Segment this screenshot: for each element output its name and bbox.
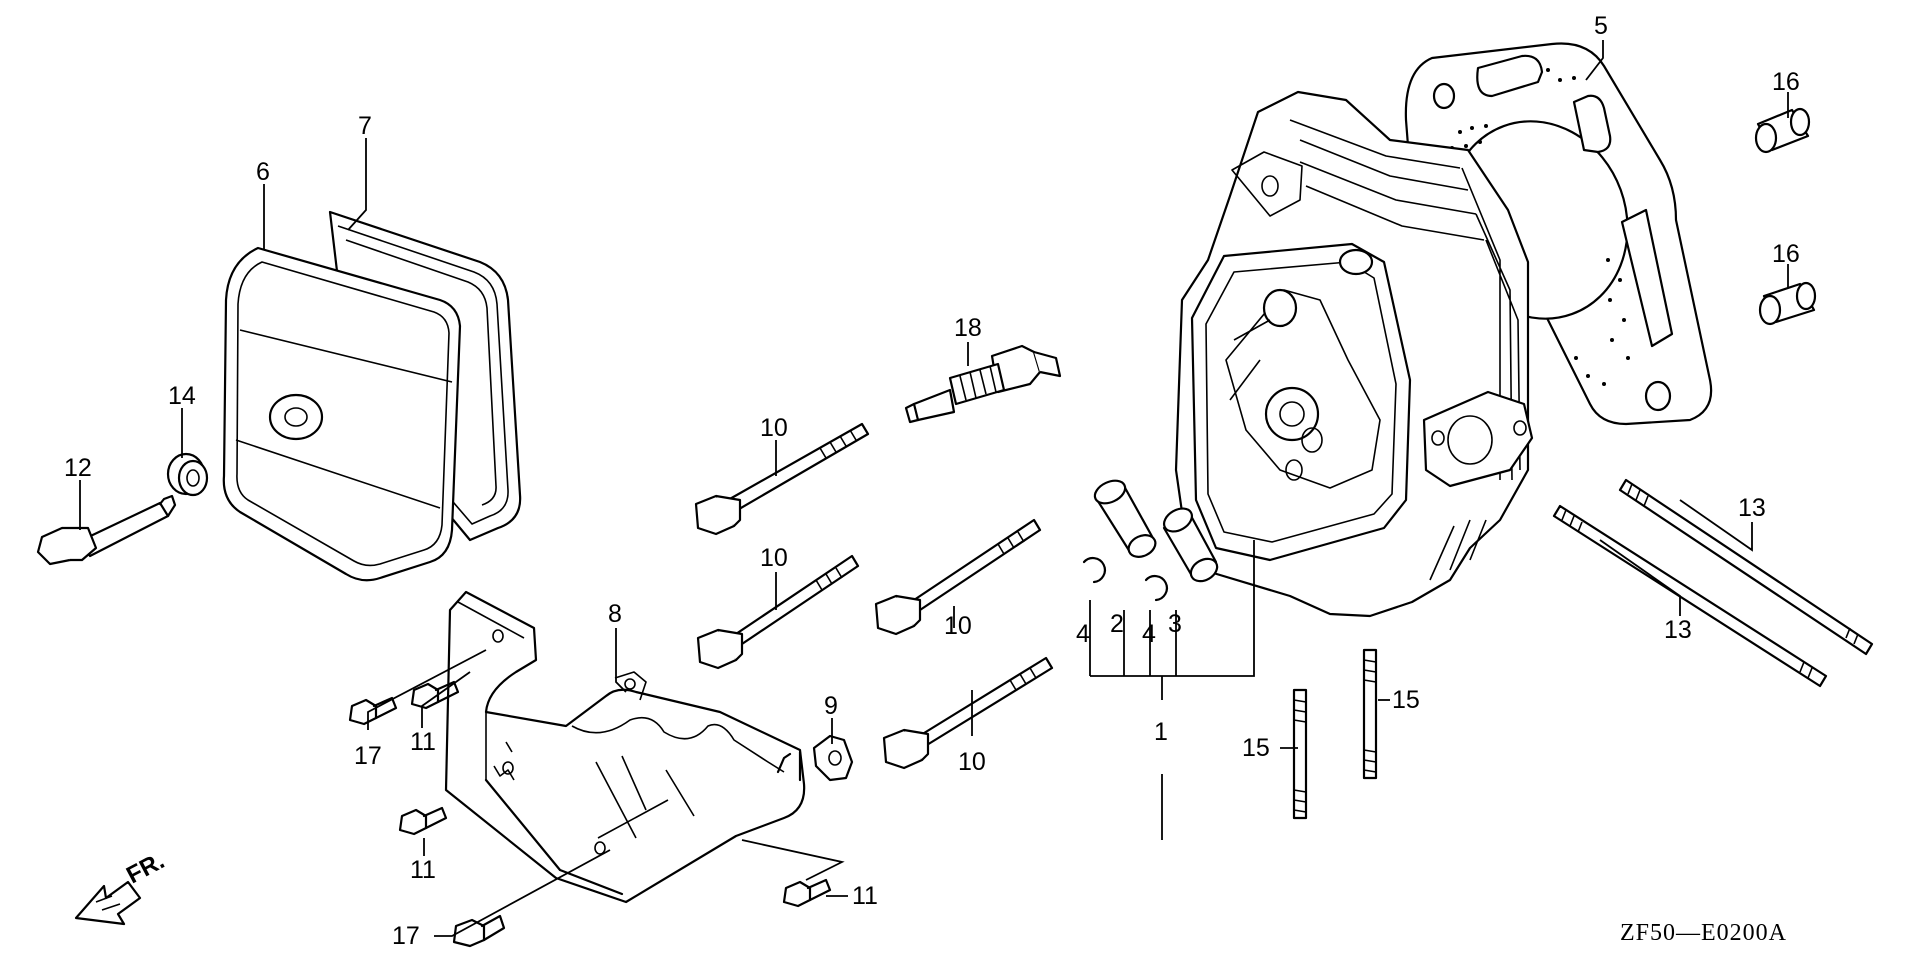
callout-labels: 5 16 16 7 6 14 12 18 10 10 10 10 13 13 1… bbox=[64, 12, 1800, 950]
part-18-spark-plug bbox=[904, 344, 1062, 424]
callout-10-b: 10 bbox=[760, 544, 788, 572]
part-5-head-gasket bbox=[1404, 42, 1713, 426]
callout-6: 6 bbox=[256, 158, 270, 186]
leader-lines bbox=[79, 40, 1789, 937]
callout-8: 8 bbox=[608, 600, 622, 628]
callout-16-lower: 16 bbox=[1772, 240, 1800, 268]
callout-2: 2 bbox=[1110, 610, 1124, 638]
part-3-valve-guide bbox=[1162, 507, 1219, 583]
callout-7: 7 bbox=[358, 112, 372, 140]
callout-15-left: 15 bbox=[1242, 734, 1270, 762]
part-4-clip-left bbox=[1082, 556, 1106, 584]
arrow-down-left-icon: FR. bbox=[74, 847, 169, 926]
part-13-stud-lower bbox=[1552, 504, 1828, 688]
part-15-stud-left bbox=[1292, 688, 1308, 820]
callout-11-lower: 11 bbox=[852, 882, 878, 910]
part-11-bolt-mid bbox=[398, 806, 448, 836]
callout-12: 12 bbox=[64, 454, 92, 482]
part-17-bolt-top bbox=[348, 696, 398, 726]
part-15-stud-right bbox=[1362, 648, 1378, 780]
callout-5: 5 bbox=[1594, 12, 1608, 40]
part-10-long-bolt-2 bbox=[696, 554, 860, 670]
part-10-long-bolt-3 bbox=[874, 518, 1042, 636]
callout-13-upper: 13 bbox=[1738, 494, 1766, 522]
callout-18: 18 bbox=[954, 314, 982, 342]
callout-10-d: 10 bbox=[958, 748, 986, 776]
callout-11-upper: 11 bbox=[410, 728, 436, 756]
callout-15-right: 15 bbox=[1392, 686, 1420, 714]
callout-10-a: 10 bbox=[760, 414, 788, 442]
callout-17-upper: 17 bbox=[354, 742, 382, 770]
callout-10-c: 10 bbox=[944, 612, 972, 640]
part-8-bracket bbox=[444, 590, 806, 904]
callout-3: 3 bbox=[1168, 610, 1182, 638]
part-11-bolt-top bbox=[410, 680, 460, 710]
part-10-long-bolt-1 bbox=[694, 422, 870, 536]
part-16-dowel-upper bbox=[1754, 107, 1811, 154]
part-9-clip bbox=[812, 734, 854, 782]
part-2-valve-guide bbox=[1093, 479, 1157, 558]
part-17-bolt-bottom bbox=[452, 914, 506, 948]
diagram-code: ZF50—E0200A bbox=[1620, 920, 1787, 946]
part-13-stud-upper bbox=[1618, 478, 1874, 656]
part-12-bolt bbox=[36, 494, 177, 566]
callout-4-left: 4 bbox=[1076, 620, 1090, 648]
callout-1: 1 bbox=[1154, 718, 1168, 746]
callout-13-lower: 13 bbox=[1664, 616, 1692, 644]
part-6-head-cover bbox=[222, 246, 462, 582]
part-11-bolt-bottom bbox=[782, 878, 832, 908]
callout-14: 14 bbox=[168, 382, 196, 410]
callout-11-mid: 11 bbox=[410, 856, 436, 884]
part-10-long-bolt-4 bbox=[882, 656, 1054, 770]
part-1-cylinder-head bbox=[1174, 90, 1534, 618]
callout-16-upper: 16 bbox=[1772, 68, 1800, 96]
callout-4-right: 4 bbox=[1142, 620, 1156, 648]
part-14-washer bbox=[166, 452, 209, 497]
callout-9: 9 bbox=[824, 692, 838, 720]
callout-17-lower: 17 bbox=[392, 922, 420, 950]
part-16-dowel-lower bbox=[1758, 281, 1817, 326]
part-4-clip-right bbox=[1144, 574, 1168, 602]
